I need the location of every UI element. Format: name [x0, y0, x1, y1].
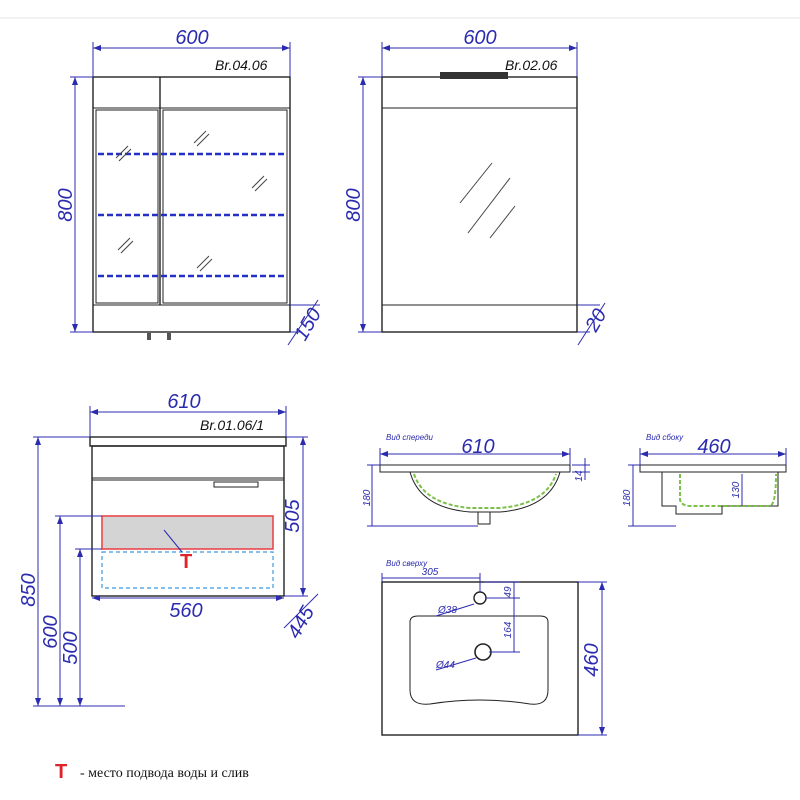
- glass-reflection-icon: [115, 130, 268, 272]
- mirror-cabinet-drawing: Br.04.06 600 800 150: [55, 27, 326, 346]
- drain-hole-icon: [474, 643, 492, 661]
- basin-side-view: Вид сбоку 460 180 130: [622, 433, 787, 527]
- vanity-code: Br.01.06/1: [200, 417, 264, 433]
- tap-diameter-label: Ø38: [437, 605, 457, 616]
- vanity-inner-width-label: 560: [169, 600, 202, 622]
- alt-plumbing-zone: [101, 551, 274, 589]
- side-depth-label: 130: [731, 481, 742, 498]
- tap-hole-icon: [473, 591, 487, 605]
- drain-diameter-label: Ø44: [435, 660, 455, 671]
- front-height-label: 180: [362, 489, 373, 506]
- front-view-caption: Вид спереди: [386, 433, 434, 442]
- vanity-drawing: T Br.01.06/1 610 560 505 445 850 600: [18, 391, 319, 707]
- side-view-caption: Вид сбоку: [646, 433, 684, 442]
- top-offset-label: 305: [422, 567, 439, 578]
- top-depth-label: 460: [581, 643, 603, 676]
- vanity-width-label: 610: [167, 391, 200, 413]
- total-height-label: 850: [18, 573, 40, 606]
- cabinet-width-label: 600: [175, 27, 208, 49]
- top-view-caption: Вид сверху: [386, 559, 428, 568]
- cabinet-height-label: 800: [55, 188, 77, 221]
- side-height-label: 180: [622, 489, 633, 506]
- mirror-code: Br.02.06: [505, 57, 558, 73]
- cabinet-gap-label: 150: [290, 305, 326, 345]
- drawer-handle-icon: [213, 481, 259, 488]
- basin-front-view: Вид спереди 610 180 14: [362, 433, 590, 527]
- lamp-icon: [440, 72, 508, 79]
- mirror-drawing: Br.02.06 600 800 20: [343, 27, 611, 346]
- cabinet-code: Br.04.06: [215, 57, 268, 73]
- plumbing-zone: [101, 515, 274, 550]
- mirror-width-label: 600: [463, 27, 496, 49]
- basin-top-view: Вид сверху 305 Ø38 Ø44 49 164 460: [381, 559, 607, 736]
- mirror-height-label: 800: [343, 188, 365, 221]
- front-width-label: 610: [461, 436, 494, 458]
- vanity-height-label: 505: [282, 498, 304, 532]
- level-500-label: 500: [60, 631, 82, 664]
- side-width-label: 460: [697, 436, 730, 458]
- legend-text: - место подвода воды и слив: [80, 766, 249, 781]
- level-600-label: 600: [40, 615, 62, 648]
- tap-offset-label: 49: [503, 586, 514, 598]
- legend-marker: T: [55, 761, 67, 783]
- marker-t: T: [180, 551, 192, 573]
- front-thickness-label: 14: [574, 470, 585, 482]
- glass-reflection-icon: [459, 162, 516, 239]
- vanity-depth-label: 445: [283, 602, 319, 643]
- legend: T - место подвода воды и слив: [55, 761, 249, 783]
- tap-to-drain-label: 164: [503, 621, 514, 638]
